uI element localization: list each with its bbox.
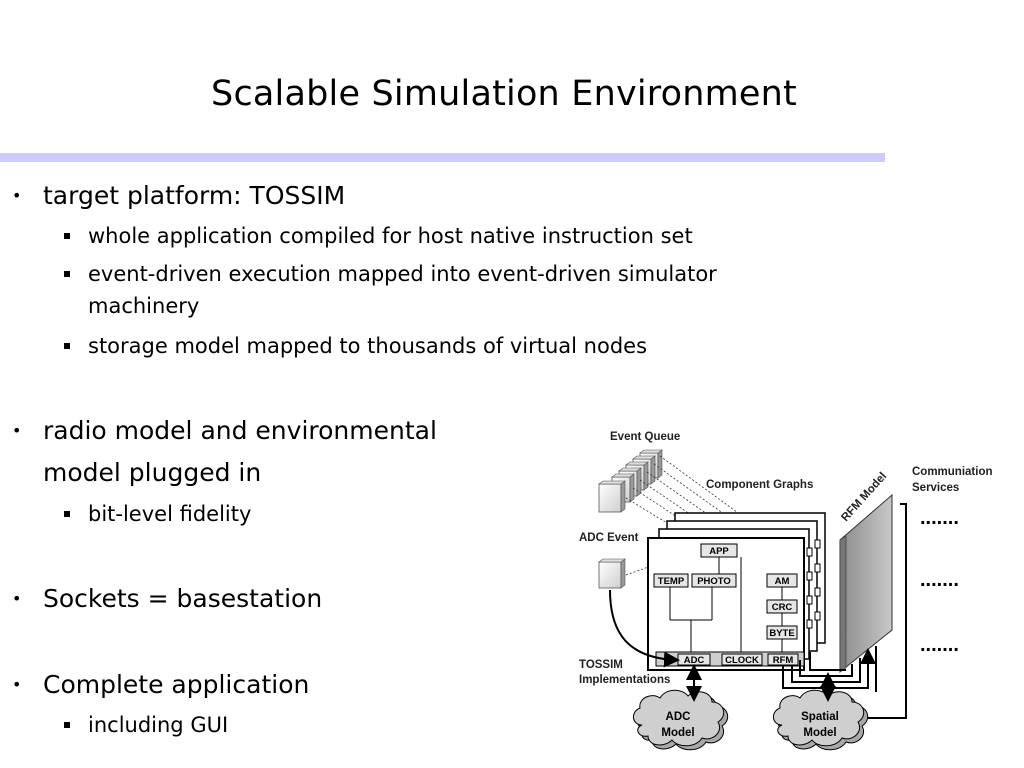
temp-box: TEMP <box>658 576 685 587</box>
bullet-dot: • <box>12 421 22 440</box>
spatial-model-label-line2: Model <box>803 727 836 739</box>
sub-bullet-square <box>64 343 70 349</box>
slide-title: Scalable Simulation Environment <box>211 74 797 114</box>
comm-services-label-line1: Communiation <box>912 466 993 478</box>
sub-bullet-square <box>64 722 70 728</box>
tossim-label-line2: Implementations <box>579 674 670 686</box>
ellipsis-3: ....... <box>920 634 959 656</box>
sub-bullet-text: machinery <box>88 294 200 318</box>
component-wiring <box>669 557 783 655</box>
sub-bullet-square <box>64 271 70 277</box>
rfm-model-panel <box>839 493 893 674</box>
sub-bullet-square <box>64 233 70 239</box>
sub-bullet-square <box>64 511 70 517</box>
tossim-architecture-diagram: Event Queue <box>579 431 993 751</box>
graph-connectors <box>806 539 821 629</box>
comm-services-label-line2: Services <box>912 482 959 494</box>
rfm-impl-box: RFM <box>773 655 794 666</box>
am-box: AM <box>775 576 790 587</box>
adc-impl-box: ADC <box>684 655 705 666</box>
bullet-text: Sockets = basestation <box>43 584 323 613</box>
adc-model-label-line1: ADC <box>666 711 691 723</box>
sub-bullet-text: including GUI <box>88 713 229 737</box>
sub-bullet-text: whole application compiled for host nati… <box>88 224 693 248</box>
tossim-implementation-bar: ADC CLOCK RFM <box>655 651 805 667</box>
bullet-dot: • <box>12 589 22 608</box>
sub-bullet-text: bit-level fidelity <box>88 502 252 526</box>
event-queue-label: Event Queue <box>610 431 680 443</box>
spatial-model-cloud: Spatial Model <box>773 689 869 751</box>
ellipsis-1: ....... <box>920 507 959 529</box>
bullet-text: model plugged in <box>43 458 262 487</box>
crc-box: CRC <box>772 602 793 613</box>
adc-event-label: ADC Event <box>579 532 639 544</box>
model-arrows <box>686 503 907 719</box>
tossim-label-line1: TOSSIM <box>579 659 623 671</box>
byte-box: BYTE <box>769 628 794 639</box>
bullet-text: radio model and environmental <box>43 416 437 445</box>
title-rule <box>0 153 885 162</box>
bullet-text: target platform: TOSSIM <box>43 181 346 210</box>
sub-bullet-text: storage model mapped to thousands of vir… <box>88 334 648 358</box>
bullet-text: Complete application <box>43 670 310 699</box>
clock-impl-box: CLOCK <box>725 655 759 666</box>
adc-event-cube <box>598 558 626 589</box>
adc-model-label-line2: Model <box>661 727 694 739</box>
ellipsis-2: ....... <box>920 569 959 591</box>
component-graphs-label: Component Graphs <box>706 479 813 491</box>
bullet-dot: • <box>12 186 22 205</box>
spatial-model-label-line1: Spatial <box>801 711 839 723</box>
event-cube <box>598 480 626 513</box>
adc-event-arrow <box>609 589 680 668</box>
event-queue-cubes <box>598 449 663 513</box>
bullet-dot: • <box>12 675 22 694</box>
photo-box: PHOTO <box>697 576 731 587</box>
component-graph-stack <box>647 512 826 671</box>
app-box: APP <box>709 546 729 557</box>
sub-bullet-text: event-driven execution mapped into event… <box>88 262 717 286</box>
adc-model-cloud: ADC Model <box>633 689 729 751</box>
